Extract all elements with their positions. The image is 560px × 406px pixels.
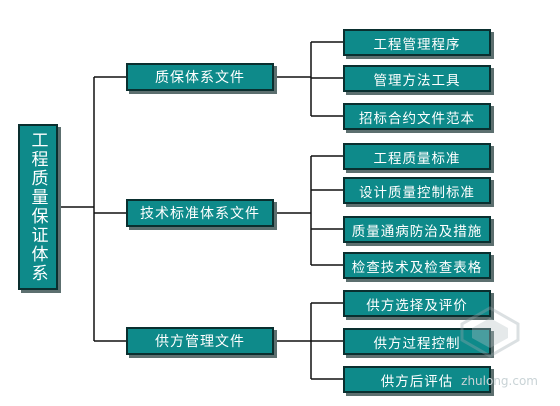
leaf-node: 工程管理程序 <box>343 29 491 56</box>
leaf-node: 供方后评估 <box>343 366 491 393</box>
leaf-node: 供方过程控制 <box>343 328 491 355</box>
leaf-node: 质量通病防治及措施 <box>343 216 491 243</box>
branch-node-tech-standards: 技术标准体系文件 <box>126 199 274 227</box>
root-node: 工程质量保证体系 <box>18 124 58 290</box>
leaf-node: 工程质量标准 <box>343 143 491 170</box>
leaf-node: 检查技术及检查表格 <box>343 252 491 279</box>
leaf-node: 供方选择及评价 <box>343 290 491 317</box>
leaf-node: 招标合约文件范本 <box>343 103 491 130</box>
branch-node-quality-docs: 质保体系文件 <box>126 63 274 91</box>
watermark-logo-icon <box>460 306 520 358</box>
watermark-text: zhulong.com <box>461 374 538 388</box>
leaf-node: 管理方法工具 <box>343 65 491 92</box>
branch-node-supplier-mgmt: 供方管理文件 <box>126 327 274 355</box>
leaf-node: 设计质量控制标准 <box>343 177 491 204</box>
